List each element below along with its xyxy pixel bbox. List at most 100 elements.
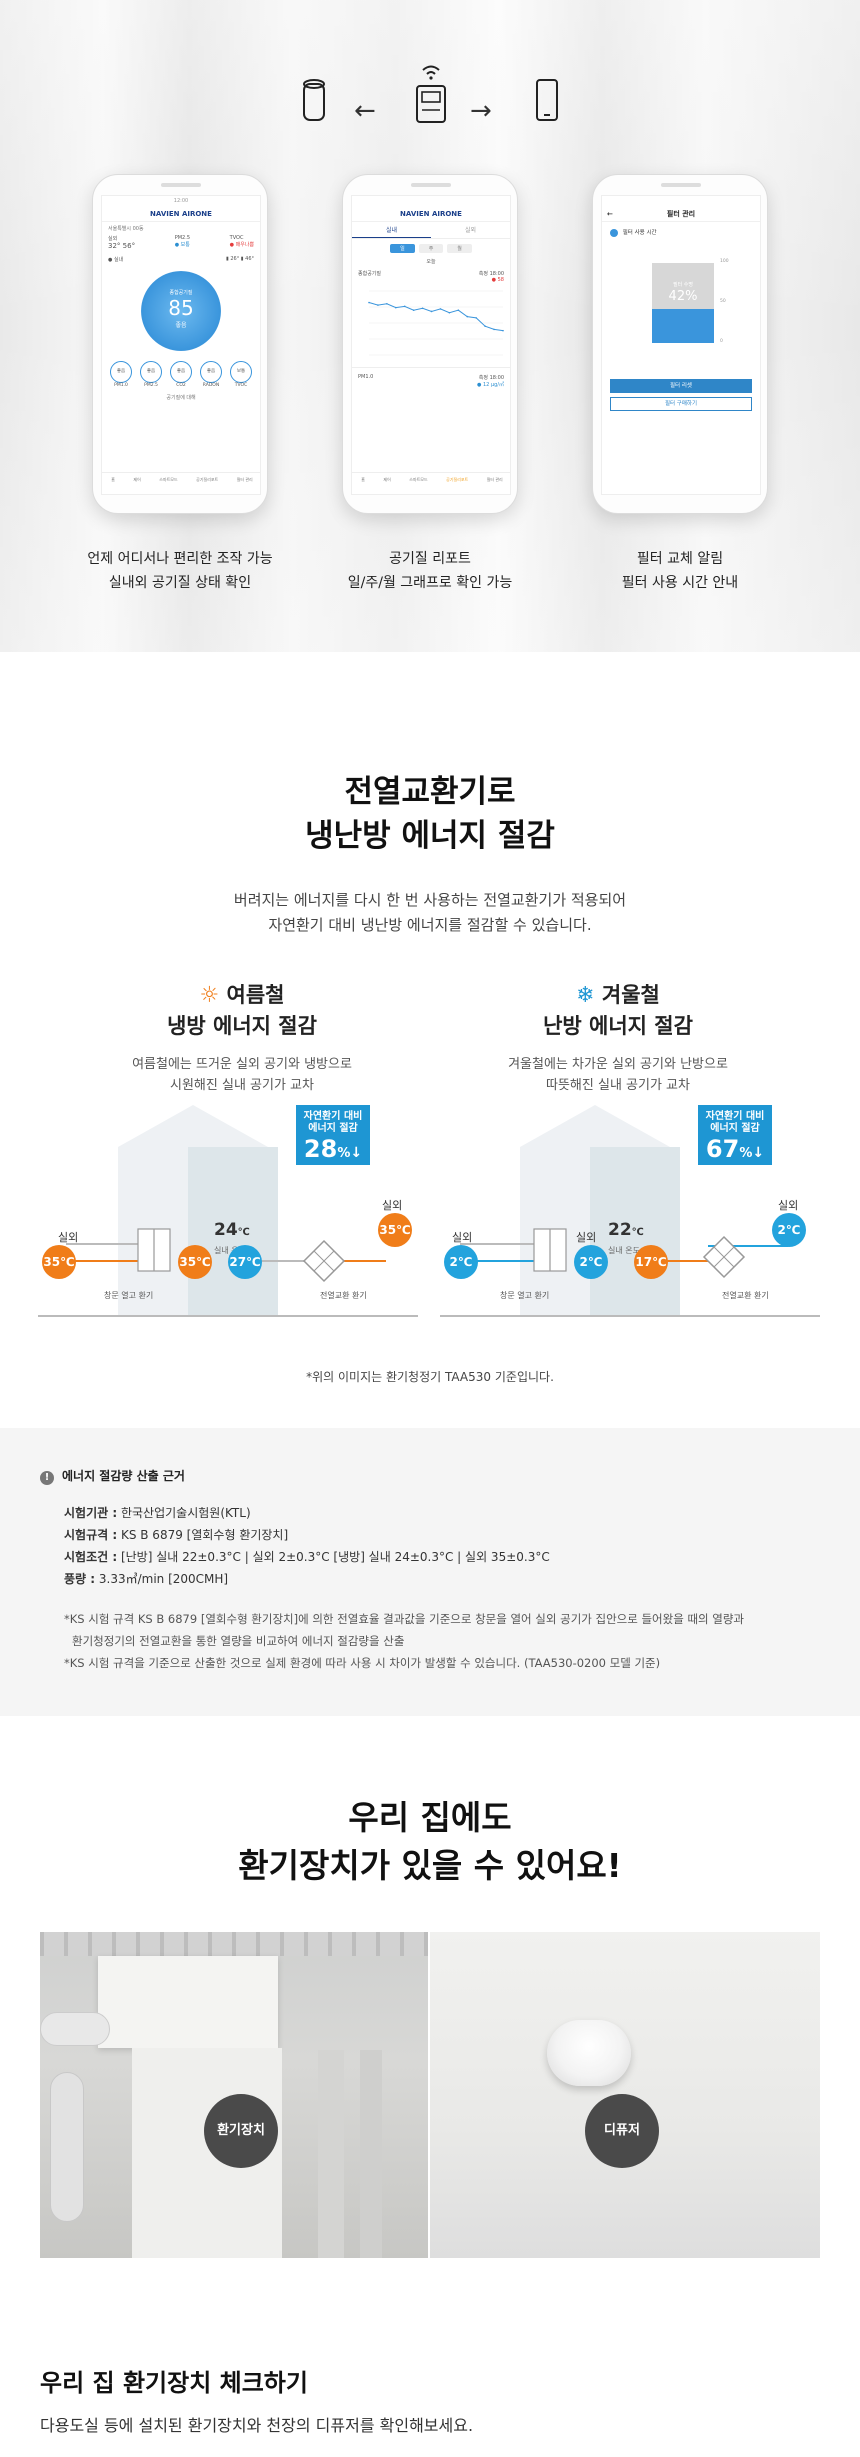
energy-section-desc: 버려지는 에너지를 다시 한 번 사용하는 전열교환기가 적용되어 자연환기 대… <box>0 888 860 938</box>
summer-title: 냉방 에너지 절감 <box>167 1014 317 1038</box>
tab-smart-mode[interactable]: 스마트모드 <box>159 477 178 482</box>
chart-point <box>368 301 370 304</box>
metric-co2[interactable]: 좋음 CO2 <box>170 361 192 388</box>
chart1-label: 종합공기질 <box>358 271 382 277</box>
basis-key: 시험조건 : <box>64 1550 118 1564</box>
chart-point <box>448 311 451 314</box>
duct-pipe <box>40 2012 110 2046</box>
title-line: 우리 집에도 <box>348 1798 512 1837</box>
outdoor-label: 실외 <box>382 1199 403 1212</box>
basis-value: KS B 6879 [열회수형 환기장치] <box>117 1528 289 1542</box>
caption-exchanger-vent: 전열교환 환기 <box>722 1291 769 1300</box>
chart-point <box>439 308 442 310</box>
filter-level-chart: 필터 수명 42% 100 50 0 <box>602 253 760 363</box>
phone-filter-screen: ← 필터 관리 필터 사용 시간 필터 수명 42% 100 50 0 <box>592 174 768 514</box>
airflow-line <box>66 1243 146 1245</box>
metric-status: 보통 <box>230 361 252 383</box>
footnote: 환기청정기의 전열교환을 통한 열량을 비교하여 에너지 절감량을 산출 <box>72 1634 405 1648</box>
tab-home[interactable]: 홈 <box>111 477 115 482</box>
air-quality-info-link[interactable]: 공기질에 대해 <box>166 395 196 401</box>
phone-speaker <box>661 183 701 187</box>
gauge-status: 좋음 <box>175 322 187 329</box>
phone-home-screen: 12:00 NAVIEN AIRONE 서울특별시 00동 실외 32° 56°… <box>92 174 268 514</box>
chart-point <box>484 325 486 327</box>
brand-header: NAVIEN AIRONE <box>352 206 510 222</box>
temp-circle: 2℃ <box>444 1245 478 1279</box>
duct-pipe <box>50 2072 84 2222</box>
chart-point <box>412 309 415 311</box>
snowflake-icon: ❄ <box>576 983 595 1008</box>
tab-report[interactable]: 공기질리포트 <box>196 477 219 482</box>
caption-report: 공기질 리포트 일/주/월 그래프로 확인 가능 <box>310 547 550 595</box>
metric-pm25[interactable]: 좋음 PM2.5 <box>140 361 162 388</box>
badge-line: 자연환기 대비 <box>705 1111 765 1122</box>
wall-pipe <box>360 2050 382 2258</box>
tab-home[interactable]: 홈 <box>361 477 365 482</box>
metric-tvoc[interactable]: 보통 TVOC <box>230 361 252 388</box>
down-arrow-icon: ↓ <box>752 1145 765 1161</box>
basis-row: 시험기관 : 한국산업기술시험원(KTL) <box>64 1502 550 1524</box>
window-icon <box>533 1228 567 1272</box>
filter-buy-button[interactable]: 필터 구매하기 <box>610 396 752 411</box>
indoor-temp-unit: ℃ <box>631 1227 644 1238</box>
filter-reset-button[interactable]: 필터 리셋 <box>610 378 752 393</box>
period-month[interactable]: 월 <box>447 244 472 253</box>
outdoor-label: 실외 <box>452 1231 473 1244</box>
tvoc-status: ● 매우나쁨 <box>229 242 254 248</box>
info-icon: ! <box>40 1471 54 1485</box>
indoor-humidity: ▮ 46° <box>240 256 254 262</box>
filter-level-fill <box>652 308 714 343</box>
airflow-line <box>460 1243 550 1245</box>
tab-control[interactable]: 제어 <box>383 477 391 482</box>
indoor-temp-unit: ℃ <box>237 1227 250 1238</box>
tab-indoor[interactable]: 실내 <box>352 222 431 238</box>
caption-line: 필터 사용 시간 안내 <box>621 575 739 591</box>
badge-line: 에너지 절감 <box>710 1123 760 1134</box>
caption-line: 공기질 리포트 <box>389 551 471 567</box>
period-day[interactable]: 일 <box>390 244 415 253</box>
basis-rows: 시험기관 : 한국산업기술시험원(KTL) 시험규격 : KS B 6879 [… <box>64 1502 550 1590</box>
summer-desc-line: 시원해진 실내 공기가 교차 <box>170 1078 314 1093</box>
outdoor-label: 실외 <box>58 1231 79 1244</box>
temp-circle: 35℃ <box>378 1213 412 1247</box>
status-bar-time: 12:00 <box>173 198 189 204</box>
heat-exchanger-icon <box>702 1235 746 1279</box>
summer-diagram: 자연환기 대비 에너지 절감 28%↓ 24℃ 실내 온도 실외 실외 35℃ … <box>38 1105 418 1325</box>
chart-point <box>457 309 460 311</box>
arrow-left-icon: ← <box>354 96 376 126</box>
outdoor-label: 실외 <box>108 236 118 242</box>
summer-desc-line: 여름철에는 뜨거운 실외 공기와 냉방으로 <box>132 1057 352 1072</box>
outdoor-humidity: 56° <box>122 242 136 250</box>
purifier-icon <box>303 79 325 121</box>
chart-point <box>421 307 424 310</box>
pm25-status: ● 보통 <box>174 242 190 248</box>
metric-radon[interactable]: 좋음 RADON <box>200 361 222 388</box>
basis-key: 시험규격 : <box>64 1528 118 1542</box>
winter-desc-line: 따뜻해진 실내 공기가 교차 <box>546 1078 690 1093</box>
date-label[interactable]: 오늘 <box>426 259 436 265</box>
winter-desc-line: 겨울철에는 차가운 실외 공기와 난방으로 <box>508 1057 728 1072</box>
sun-icon: ☼ <box>199 983 220 1008</box>
basis-footnotes: *KS 시험 규격 KS B 6879 [열회수형 환기장치]에 의한 전열효율… <box>64 1608 824 1674</box>
basis-row: 시험조건 : [난방] 실내 22±0.3°C | 실외 2±0.3°C [냉방… <box>64 1546 550 1568</box>
temp-circle: 17℃ <box>634 1245 668 1279</box>
caption-window-vent: 창문 열고 환기 <box>500 1291 550 1300</box>
period-week[interactable]: 주 <box>418 244 444 253</box>
tab-report[interactable]: 공기질리포트 <box>446 477 469 482</box>
location-label[interactable]: 서울특별시 00동 <box>108 226 144 232</box>
tab-outdoor[interactable]: 실외 <box>464 227 477 234</box>
window-icon <box>137 1228 171 1272</box>
air-quality-gauge[interactable]: 종합공기질 85 좋음 <box>141 271 221 351</box>
tab-filter[interactable]: 필터 관리 <box>236 477 253 482</box>
chart-point <box>493 328 495 331</box>
metric-pm10[interactable]: 좋음 PM1.0 <box>110 361 132 388</box>
tab-smart-mode[interactable]: 스마트모드 <box>409 477 428 482</box>
metric-row: 좋음 PM1.0 좋음 PM2.5 좋음 CO2 좋음 RADON <box>102 361 260 388</box>
badge-line: 에너지 절감 <box>308 1123 358 1134</box>
tab-control[interactable]: 제어 <box>133 477 141 482</box>
screen-title: 필터 관리 <box>666 210 696 218</box>
back-arrow-icon[interactable]: ← <box>607 210 613 218</box>
tab-filter[interactable]: 필터 관리 <box>486 477 503 482</box>
chart-point <box>377 304 379 306</box>
basis-value: [난방] 실내 22±0.3°C | 실외 2±0.3°C [냉방] 실내 24… <box>117 1550 550 1564</box>
